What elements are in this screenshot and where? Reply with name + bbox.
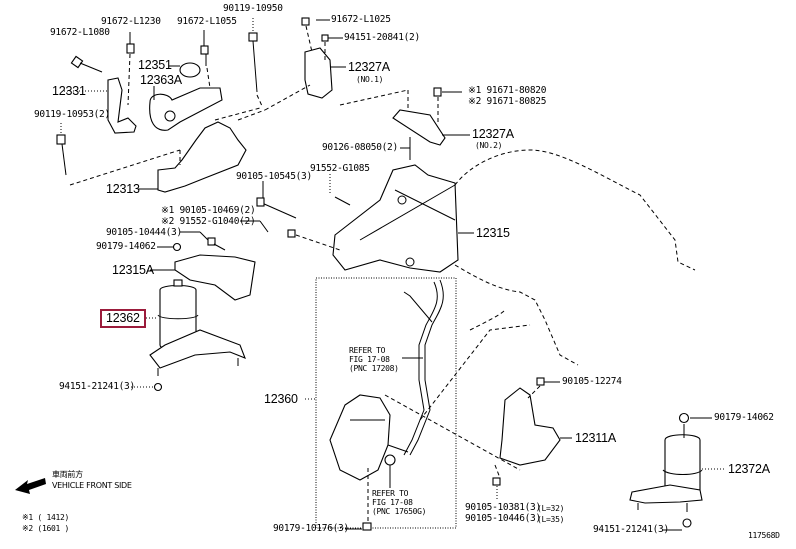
- bracket-12315A: [174, 254, 256, 301]
- bolt-91672-L1025: [301, 17, 310, 26]
- label-90179-14062-left[interactable]: 90179-14062: [96, 241, 156, 252]
- label-91672-L1055[interactable]: 91672-L1055: [177, 16, 237, 27]
- label-12327A-no1-sub: (NO.1): [356, 75, 384, 84]
- nut-94151-20841: [321, 34, 329, 42]
- nut-90179-10176: [362, 522, 372, 531]
- reservoir-12360: [329, 279, 444, 481]
- footnote-1: ※1 ( 1412): [22, 513, 70, 522]
- label-90105-10545[interactable]: 90105-10545(3): [236, 171, 312, 182]
- bolt-91552-G1085: [334, 196, 351, 206]
- reference-note-17208[interactable]: REFER TO FIG 17-08 (PNC 17208): [349, 346, 399, 373]
- bolt-91672-L1230: [126, 32, 135, 106]
- label-90105-10446-note: (L=35): [537, 515, 565, 524]
- assembly-box-12360: [315, 277, 457, 529]
- bolt-90105-12274: [536, 377, 545, 386]
- label-12331[interactable]: 12331: [52, 84, 86, 98]
- bracket-12327A-no2: [392, 109, 446, 146]
- label-90105-10381[interactable]: 90105-10381(3): [465, 502, 541, 513]
- mount-12372A: [629, 412, 703, 528]
- bracket-12331: [107, 77, 137, 134]
- label-90119-10953[interactable]: 90119-10953(2): [34, 109, 110, 120]
- direction-english: VEHICLE FRONT SIDE: [52, 481, 132, 490]
- stopper-12351: [179, 62, 201, 78]
- label-90179-10176[interactable]: 90179-10176(3): [273, 523, 349, 534]
- label-12363A[interactable]: 12363A: [140, 73, 182, 87]
- bolt-90119-10950: [248, 18, 263, 107]
- bolt-91671-80820: [433, 87, 442, 97]
- bolt-90105-10444: [207, 237, 216, 246]
- reference-line: FIG 17-08: [372, 498, 413, 507]
- mount-12362: [149, 279, 246, 392]
- reference-line: FIG 17-08: [349, 355, 390, 364]
- label-12327A-no2[interactable]: 12327A: [472, 127, 514, 141]
- label-90119-10950[interactable]: 90119-10950: [223, 3, 283, 14]
- label-94151-21241-left[interactable]: 94151-21241(3): [59, 381, 135, 392]
- bracket-12327A-no1: [304, 47, 333, 99]
- label-12313[interactable]: 12313: [106, 182, 140, 196]
- engine-outline: [454, 149, 696, 271]
- label-90105-10446[interactable]: 90105-10446(3): [465, 513, 541, 524]
- label-94151-20841[interactable]: 94151-20841(2): [344, 32, 420, 43]
- reference-line: REFER TO: [349, 346, 386, 355]
- bracket-12311A: [499, 387, 561, 466]
- label-12360[interactable]: 12360: [264, 392, 298, 406]
- label-12351[interactable]: 12351: [138, 58, 172, 72]
- label-12315[interactable]: 12315: [476, 226, 510, 240]
- leader-lines: [64, 19, 725, 531]
- label-12311A[interactable]: 12311A: [575, 431, 616, 445]
- label-91672-L1230[interactable]: 91672-L1230: [101, 16, 161, 27]
- bolt-91672-L1080: [70, 55, 103, 73]
- bolt-91672-L1055: [200, 30, 211, 89]
- label-91552-G1040[interactable]: ※2 91552-G1040(2): [161, 216, 256, 227]
- label-91552-G1085[interactable]: 91552-G1085: [310, 163, 370, 174]
- direction-japanese: 車両前方: [52, 470, 83, 479]
- figure-code: 117568D: [748, 531, 780, 540]
- label-91671-80820[interactable]: ※1 91671-80820: [468, 85, 547, 96]
- label-90105-10381-note: (L=32): [537, 504, 565, 513]
- label-12315A[interactable]: 12315A: [112, 263, 154, 277]
- label-12362-highlighted[interactable]: 12362: [100, 309, 146, 328]
- reference-line: (PNC 17208): [349, 364, 399, 373]
- label-90179-14062-right[interactable]: 90179-14062: [714, 412, 774, 423]
- label-91671-80825[interactable]: ※2 91671-80825: [468, 96, 547, 107]
- label-12327A-no2-sub: (NO.2): [475, 141, 503, 150]
- bracket-12315: [332, 164, 459, 273]
- reference-note-17650G[interactable]: REFER TO FIG 17-08 (PNC 17650G): [372, 489, 427, 516]
- reference-line: REFER TO: [372, 489, 409, 498]
- mount-12363A: [149, 87, 223, 131]
- footnote-2: ※2 (1601 ): [22, 524, 70, 533]
- label-90126-08050[interactable]: 90126-08050(2): [322, 142, 398, 153]
- engine-outline-lower: [454, 264, 579, 366]
- reference-line: (PNC 17650G): [372, 507, 427, 516]
- front-arrow-icon: [15, 478, 46, 494]
- label-12372A[interactable]: 12372A: [728, 462, 770, 476]
- label-12327A-no1[interactable]: 12327A: [348, 60, 390, 74]
- label-91672-L1025[interactable]: 91672-L1025: [331, 14, 391, 25]
- label-91672-L1080[interactable]: 91672-L1080: [50, 27, 110, 38]
- bolt-90105-10545: [261, 202, 297, 219]
- label-90105-12274[interactable]: 90105-12274: [562, 376, 622, 387]
- label-90105-10444[interactable]: 90105-10444(3): [106, 227, 182, 238]
- nut-90179-14062: [172, 242, 182, 252]
- bracket-12313: [157, 121, 247, 193]
- label-90105-10469[interactable]: ※1 90105-10469(2): [161, 205, 256, 216]
- bolt-90119-10953: [56, 123, 67, 176]
- bolt-90105-10469: [287, 229, 296, 238]
- label-94151-21241-right[interactable]: 94151-21241(3): [593, 524, 669, 535]
